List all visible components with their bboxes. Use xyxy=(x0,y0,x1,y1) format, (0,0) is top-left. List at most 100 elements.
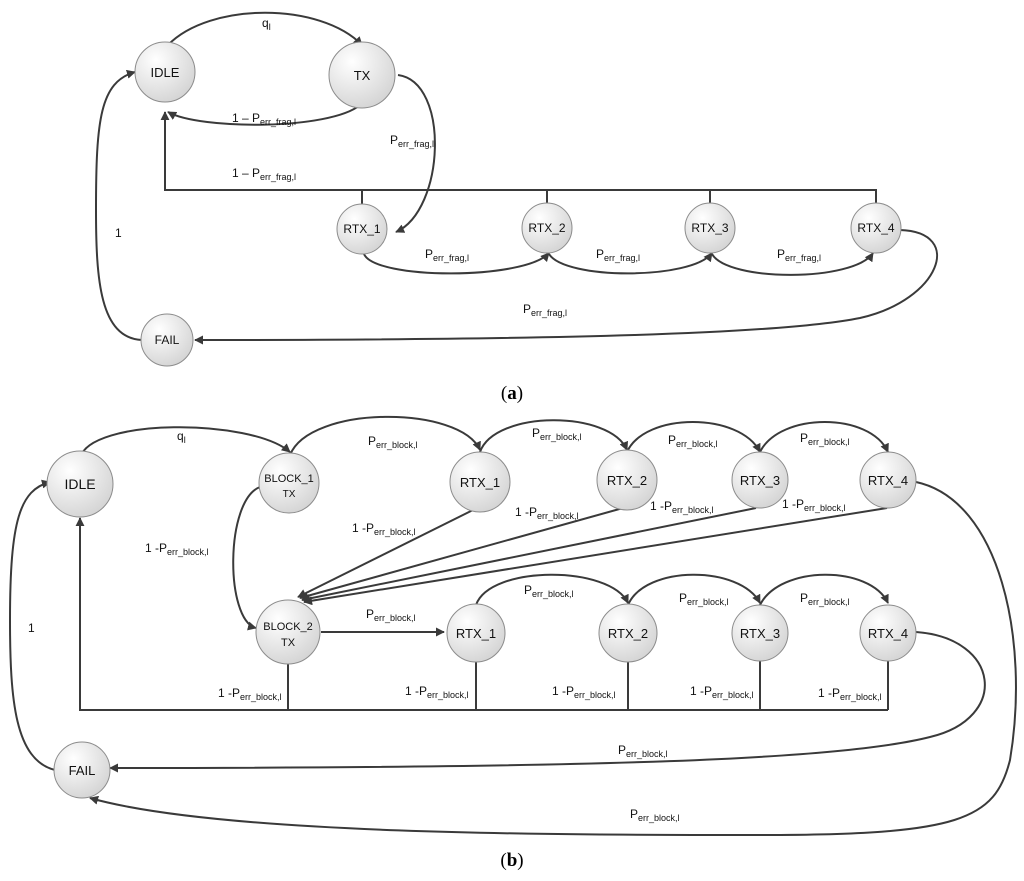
label-b-bus-rtx1: 1 -Perr_block,l xyxy=(405,684,469,700)
node-b-rtx1-label: RTX_1 xyxy=(460,475,500,490)
label-a-tx-idle: 1 – Perr_frag,l xyxy=(232,111,296,127)
label-b-bus-rtx2: 1 -Perr_block,l xyxy=(552,684,616,700)
node-b-rtx4-circle xyxy=(859,451,917,509)
node-a-idle: IDLE xyxy=(134,41,196,103)
node-a-rtx1-circle xyxy=(336,203,388,255)
node-b-rtx2-lower: RTX_2 xyxy=(598,603,658,663)
label-b-bus-rtx3: 1 -Perr_block,l xyxy=(690,684,754,700)
label-b-rtx3-rtx4-lower: Perr_block,l xyxy=(800,591,850,607)
edge-a-rtx3-rtx4 xyxy=(711,252,874,276)
edge-b-rtx4-block2 xyxy=(303,507,888,606)
edge-a-rtx1-rtx2 xyxy=(363,252,550,275)
edge-b-rtx2-block2 xyxy=(299,507,624,601)
label-b-block1-rtx1: Perr_block,l xyxy=(368,434,418,450)
node-b-block2-label: BLOCK_2 xyxy=(263,621,313,633)
label-a-rtx3-rtx4: Perr_frag,l xyxy=(777,247,821,263)
label-a-q: ql xyxy=(262,16,271,32)
edge-b-rtx2-rtx3 xyxy=(626,421,761,453)
node-b-block1-circle xyxy=(258,452,320,514)
node-a-rtx2-label: RTX_2 xyxy=(528,221,565,235)
edge-b-rtx3-block2 xyxy=(301,507,757,603)
node-b-rtx4-label: RTX_4 xyxy=(868,473,908,488)
edge-b-block1-rtx1 xyxy=(289,415,481,456)
label-a-rtx4-fail: Perr_frag,l xyxy=(523,302,567,318)
edge-a-rtx-bus xyxy=(165,112,877,205)
node-b-rtx2-label: RTX_2 xyxy=(607,473,647,488)
node-b-block2-circle xyxy=(255,599,321,665)
node-b-rtx3-circle xyxy=(731,451,789,509)
node-a-rtx2-circle xyxy=(521,202,573,254)
label-a-one: 1 xyxy=(115,226,122,240)
label-b-rtx1-rtx2-lower: Perr_block,l xyxy=(524,583,574,599)
edge-b-rtx4-lower-fail xyxy=(109,631,986,773)
label-b-rtx3-rtx4: Perr_block,l xyxy=(800,431,850,447)
node-b-block1-sublabel: TX xyxy=(283,489,296,500)
edge-b-lower-bus xyxy=(80,518,889,711)
node-b-rtx2-lower-label: RTX_2 xyxy=(608,626,648,641)
diagram-a: IDLE TX RTX_1 RTX_2 RTX_3 RTX_4 FAIL ql … xyxy=(94,11,939,404)
label-b-block1-block2: 1 -Perr_block,l xyxy=(145,541,209,557)
edge-a-tx-idle xyxy=(167,104,361,126)
edge-a-rtx4-fail xyxy=(194,229,939,345)
node-b-rtx3-lower: RTX_3 xyxy=(731,604,789,662)
node-a-idle-label: IDLE xyxy=(151,65,180,80)
node-a-rtx4: RTX_4 xyxy=(850,202,902,254)
edge-b-rtx1-block2 xyxy=(297,508,476,598)
node-b-block2: BLOCK_2 TX xyxy=(255,599,321,665)
node-b-rtx3-lower-circle xyxy=(731,604,789,662)
node-b-rtx4-lower: RTX_4 xyxy=(859,604,917,662)
node-a-tx: TX xyxy=(328,41,396,109)
caption-a: (a) xyxy=(501,383,523,404)
node-b-rtx4-lower-circle xyxy=(859,604,917,662)
label-b-bus-block2: 1 -Perr_block,l xyxy=(218,686,282,702)
edge-b-rtx2-rtx3-lower xyxy=(627,573,761,606)
node-b-block1: BLOCK_1 TX xyxy=(258,452,320,514)
node-b-rtx4: RTX_4 xyxy=(859,451,917,509)
node-b-fail: FAIL xyxy=(53,741,111,799)
node-a-rtx3-label: RTX_3 xyxy=(691,221,728,235)
node-b-rtx2: RTX_2 xyxy=(596,449,658,511)
node-b-rtx1: RTX_1 xyxy=(449,451,511,513)
label-b-bus-rtx4: 1 -Perr_block,l xyxy=(818,686,882,702)
label-b-rtx4-lower-fail: Perr_block,l xyxy=(618,743,668,759)
node-a-fail: FAIL xyxy=(140,313,194,367)
node-b-rtx2-circle xyxy=(596,449,658,511)
node-b-rtx3: RTX_3 xyxy=(731,451,789,509)
diagram-b: IDLE BLOCK_1 TX RTX_1 RTX_2 RTX_3 RTX_4 … xyxy=(8,415,1017,871)
node-a-fail-label: FAIL xyxy=(155,333,180,347)
node-b-rtx1-lower-circle xyxy=(446,603,506,663)
edge-b-block1-block2 xyxy=(232,486,261,631)
edge-a-tx-rtx1 xyxy=(395,74,436,233)
label-b-block2-rtx1: Perr_block,l xyxy=(366,607,416,623)
node-a-tx-circle xyxy=(328,41,396,109)
node-a-idle-circle xyxy=(134,41,196,103)
label-b-rtx3-block2: 1 -Perr_block,l xyxy=(650,499,714,515)
node-a-rtx1: RTX_1 xyxy=(336,203,388,255)
label-a-rtx2-rtx3: Perr_frag,l xyxy=(596,247,640,263)
node-b-fail-circle xyxy=(53,741,111,799)
edge-a-idle-tx xyxy=(167,11,363,46)
edge-b-fail-idle xyxy=(8,479,56,771)
label-b-rtx2-rtx3-lower: Perr_block,l xyxy=(679,591,729,607)
node-b-rtx1-circle xyxy=(449,451,511,513)
label-a-rtx1-rtx2: Perr_frag,l xyxy=(425,247,469,263)
node-a-rtx4-circle xyxy=(850,202,902,254)
node-a-rtx3: RTX_3 xyxy=(684,202,736,254)
node-b-block1-label: BLOCK_1 xyxy=(264,473,314,485)
node-b-rtx4-lower-label: RTX_4 xyxy=(868,626,908,641)
label-b-rtx4-upper-fail: Perr_block,l xyxy=(630,807,680,823)
label-a-bus: 1 – Perr_frag,l xyxy=(232,166,296,182)
node-b-block2-sublabel: TX xyxy=(281,637,296,649)
edge-b-idle-block1 xyxy=(79,426,291,459)
edge-b-rtx1-rtx2-lower xyxy=(475,573,629,606)
label-b-rtx4-block2: 1 -Perr_block,l xyxy=(782,497,846,513)
edge-a-rtx2-rtx3 xyxy=(548,252,713,275)
edge-b-rtx3-rtx4-lower xyxy=(759,573,889,606)
caption-b: (b) xyxy=(500,850,523,871)
label-b-rtx1-block2: 1 -Perr_block,l xyxy=(352,521,416,537)
edge-a-fail-idle xyxy=(94,69,143,341)
label-b-q: ql xyxy=(177,429,186,445)
edge-b-rtx4-upper-fail xyxy=(89,481,1017,837)
